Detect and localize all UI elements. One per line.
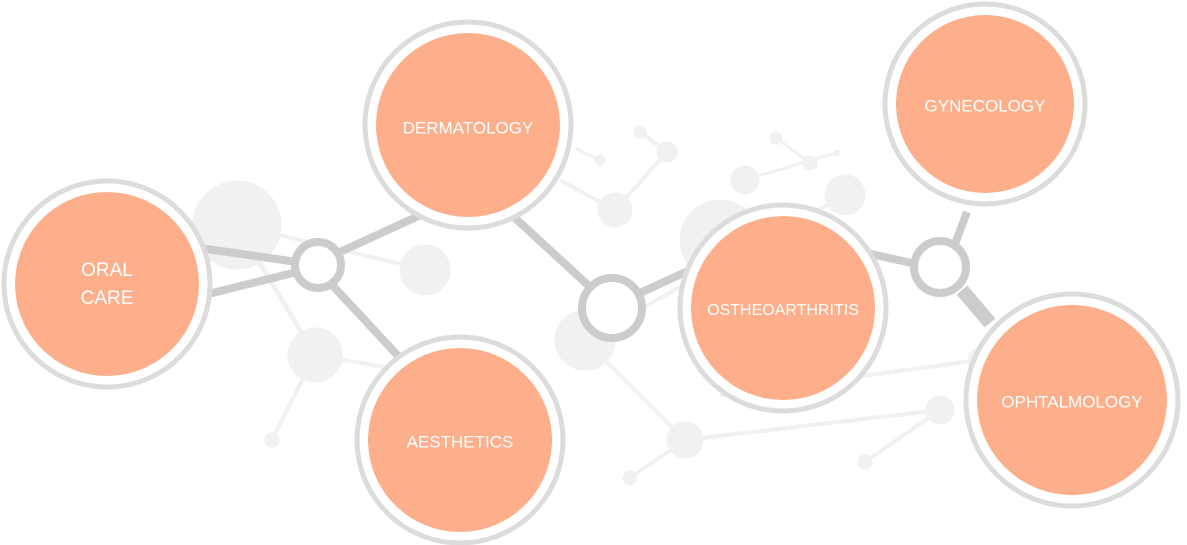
connector-lines [199, 209, 996, 361]
junction-hub-3 [910, 237, 970, 297]
node-label-oral-care: ORAL [81, 260, 133, 281]
node-label-ophtalmology: OPHTALMOLOGY [1001, 392, 1142, 411]
connector-oral-care-hub1-upper [199, 244, 298, 266]
node-label-gynecology: GYNECOLOGY [925, 96, 1046, 115]
connector-hub2-ostheoarthritis [638, 266, 692, 297]
connector-oral-care-hub1-lower [199, 268, 298, 300]
connector-dermatology-hub2 [512, 215, 593, 290]
connector-hub3-ophtalmology [956, 285, 996, 328]
node-label-dermatology: DERMATOLOGY [403, 118, 534, 137]
specialty-node-oral-care[interactable]: ORAL CARE [1, 178, 213, 390]
connector-hub1-aesthetics [330, 283, 403, 361]
node-label-oral-care-line-2: CARE [81, 288, 134, 309]
specialty-node-ophtalmology[interactable]: OPHTALMOLOGY [963, 291, 1181, 509]
hub-junctions [291, 237, 970, 342]
junction-hub-2 [578, 274, 646, 342]
specialty-node-aesthetics[interactable]: AESTHETICS [354, 334, 566, 545]
specialty-node-gynecology[interactable]: GYNECOLOGY [882, 1, 1088, 207]
connector-hub3-gynecology [951, 210, 971, 246]
junction-hub-1 [291, 238, 345, 292]
specialty-node-ostheoarthritis[interactable]: OSTHEOARTHRITIS [677, 202, 889, 414]
connector-hub1-dermatology [338, 209, 427, 256]
node-label-aesthetics: AESTHETICS [407, 432, 514, 451]
node-label-ostheoarthritis: OSTHEOARTHRITIS [707, 302, 859, 319]
specialty-node-dermatology[interactable]: DERMATOLOGY [362, 19, 574, 231]
